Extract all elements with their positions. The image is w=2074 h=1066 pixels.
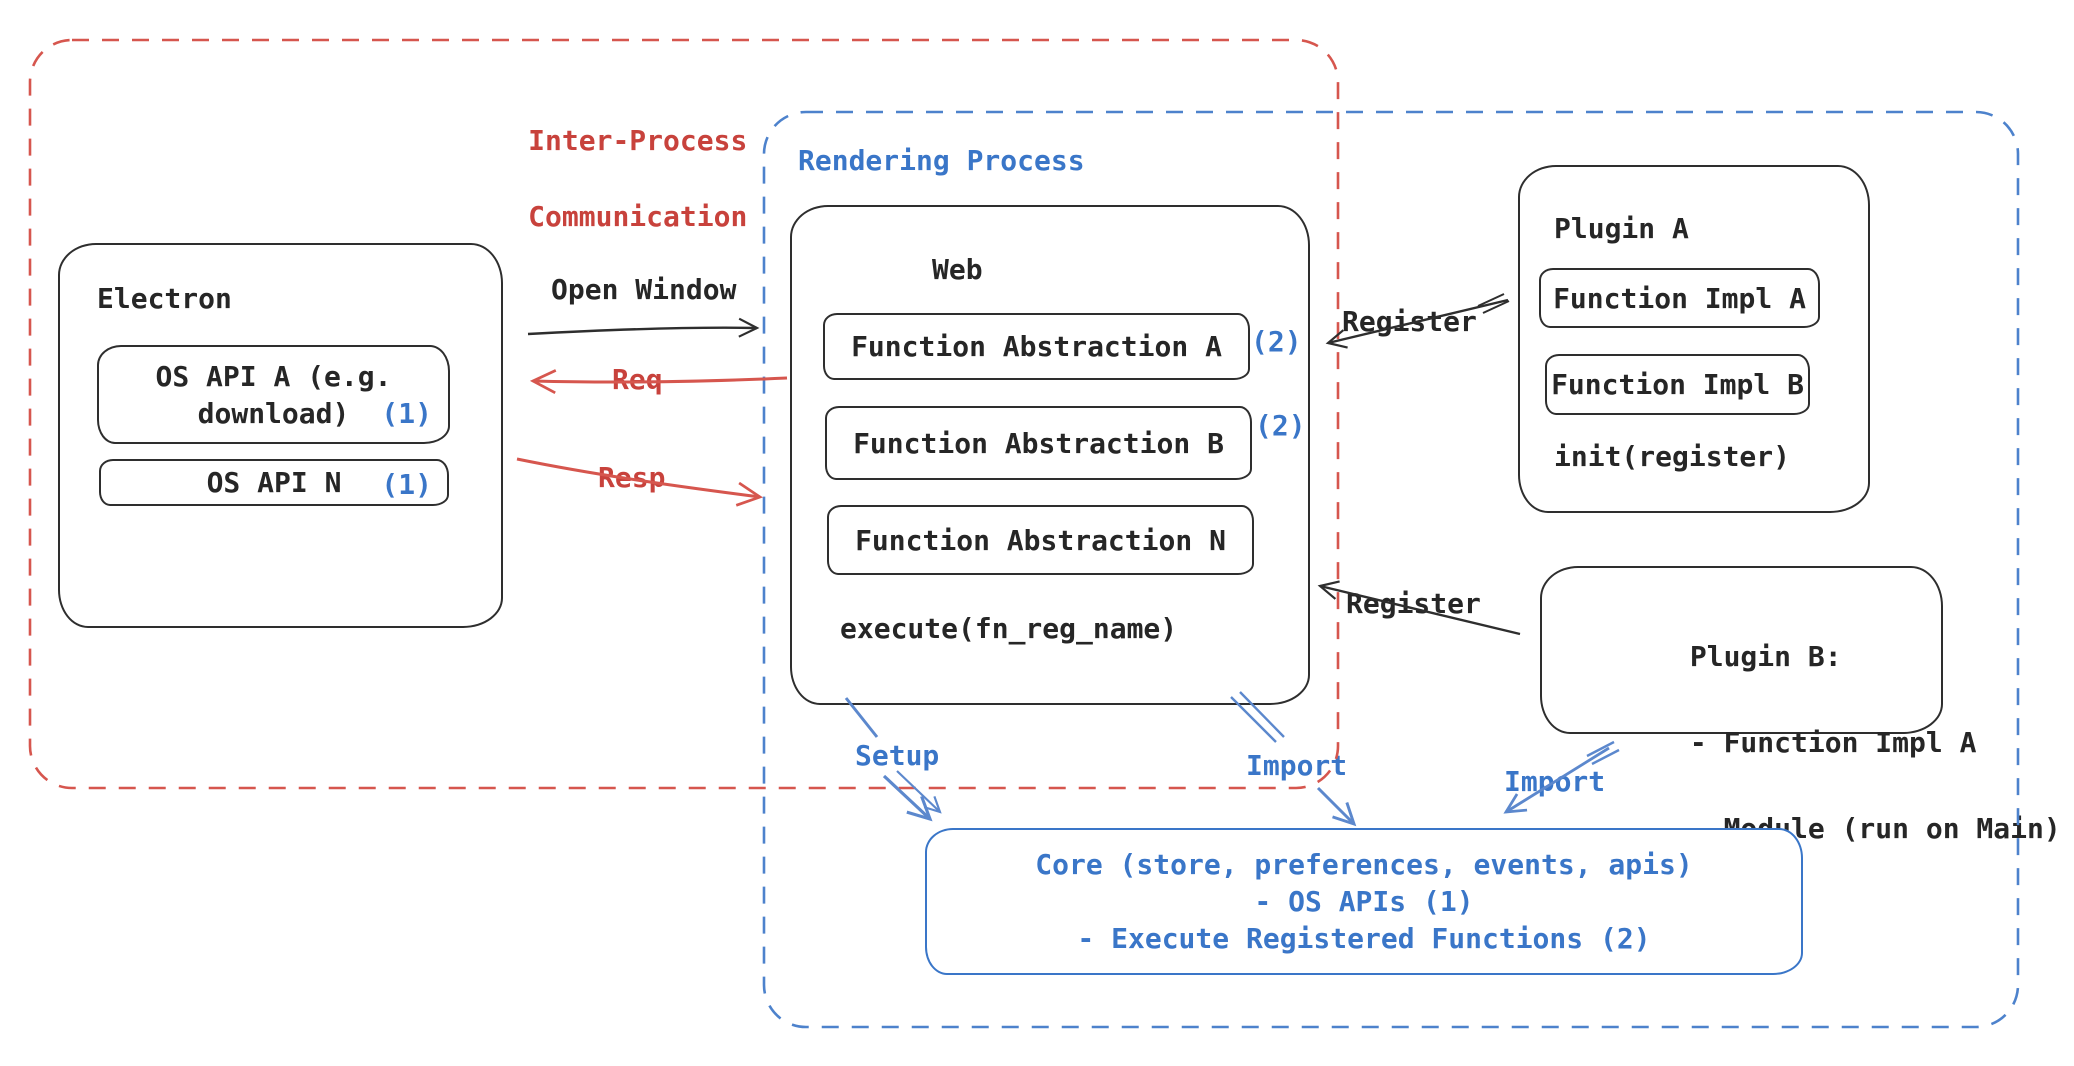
core-content: Core (store, preferences, events, apis) … [1035,846,1692,957]
open-window-arrow [527,317,760,338]
ipc-region-label-line1: Inter-Process [528,124,748,157]
function-impl-a-box: Function Impl A [1539,268,1820,328]
function-impl-b-box: Function Impl B [1545,354,1810,415]
core-box: Core (store, preferences, events, apis) … [925,828,1803,975]
import-right-label: Import [1496,764,1614,800]
register-top-label: Register [1334,304,1485,340]
resp-label: Resp [590,460,674,496]
setup-label: Setup [847,738,948,774]
core-line-1: Core (store, preferences, events, apis) [1035,848,1693,881]
open-window-label: Open Window [551,273,737,306]
setup-arrow-second-stroke [896,770,942,814]
init-register-label: init(register) [1554,440,1791,473]
os-api-n-box: OS API N (1) [99,459,449,506]
execute-label: execute(fn_reg_name) [840,612,1178,645]
os-api-a-badge: (1) [381,397,432,430]
import-mid-label: Import [1238,748,1356,784]
function-abstraction-n-box: Function Abstraction N [827,505,1254,575]
plugin-b-title: Plugin B: [1689,640,1842,673]
plugin-a-box: Plugin A Function Impl A Function Impl B… [1518,165,1870,513]
plugin-b-box: Plugin B: - Function Impl A - Module (ru… [1540,566,2061,845]
function-abstraction-b-label: Function Abstraction B [853,426,1224,460]
os-api-a-label: OS API A (e.g. download) [155,359,392,430]
core-line-2: - OS APIs (1) [1254,885,1474,918]
import-mid-arrow [1316,786,1357,827]
req-label: Req [604,362,671,398]
setup-arrow [882,774,933,822]
plugin-b-item-1: - Function Impl A [1689,726,1977,759]
web-title: Web [932,253,983,286]
os-api-n-badge: (1) [381,468,432,501]
ipc-region-label-line2: Communication [528,200,748,233]
electron-box: Electron OS API A (e.g. download) (1) OS… [58,243,503,628]
plugin-a-title: Plugin A [1554,212,1689,245]
os-api-a-box: OS API A (e.g. download) (1) [97,345,450,444]
os-api-n-label: OS API N [206,466,342,499]
function-abstraction-a-label: Function Abstraction A [851,330,1222,363]
web-box: Web Function Abstraction A (2) Function … [790,205,1310,705]
electron-title: Electron [97,282,232,315]
function-abstraction-n-label: Function Abstraction N [855,523,1226,557]
function-abstraction-b-box: Function Abstraction B [825,406,1252,480]
function-abstraction-a-badge: (2) [1251,325,1302,358]
function-abstraction-a-box: Function Abstraction A [823,313,1250,380]
core-line-3: - Execute Registered Functions (2) [1077,922,1651,955]
function-impl-b-label: Function Impl B [1551,368,1804,401]
function-abstraction-b-badge: (2) [1255,409,1306,442]
rendering-region-label: Rendering Process [798,144,1085,177]
register-bottom-label: Register [1338,586,1489,622]
ipc-region-label: Inter-Process Communication [427,84,747,274]
function-impl-a-label: Function Impl A [1553,281,1806,315]
